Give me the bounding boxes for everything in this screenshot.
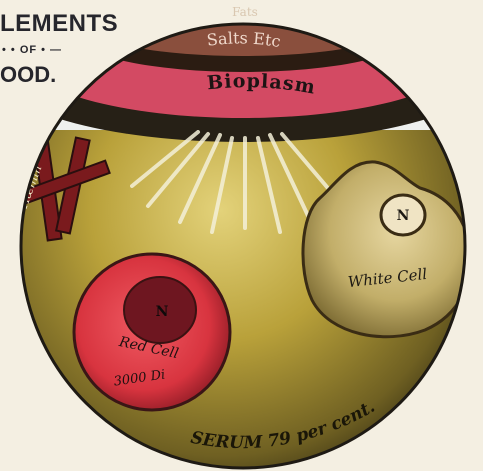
red-nucleus-label: N [156,304,169,320]
white-nucleus-label: N [397,208,410,224]
fats-label: Fats [232,5,258,19]
